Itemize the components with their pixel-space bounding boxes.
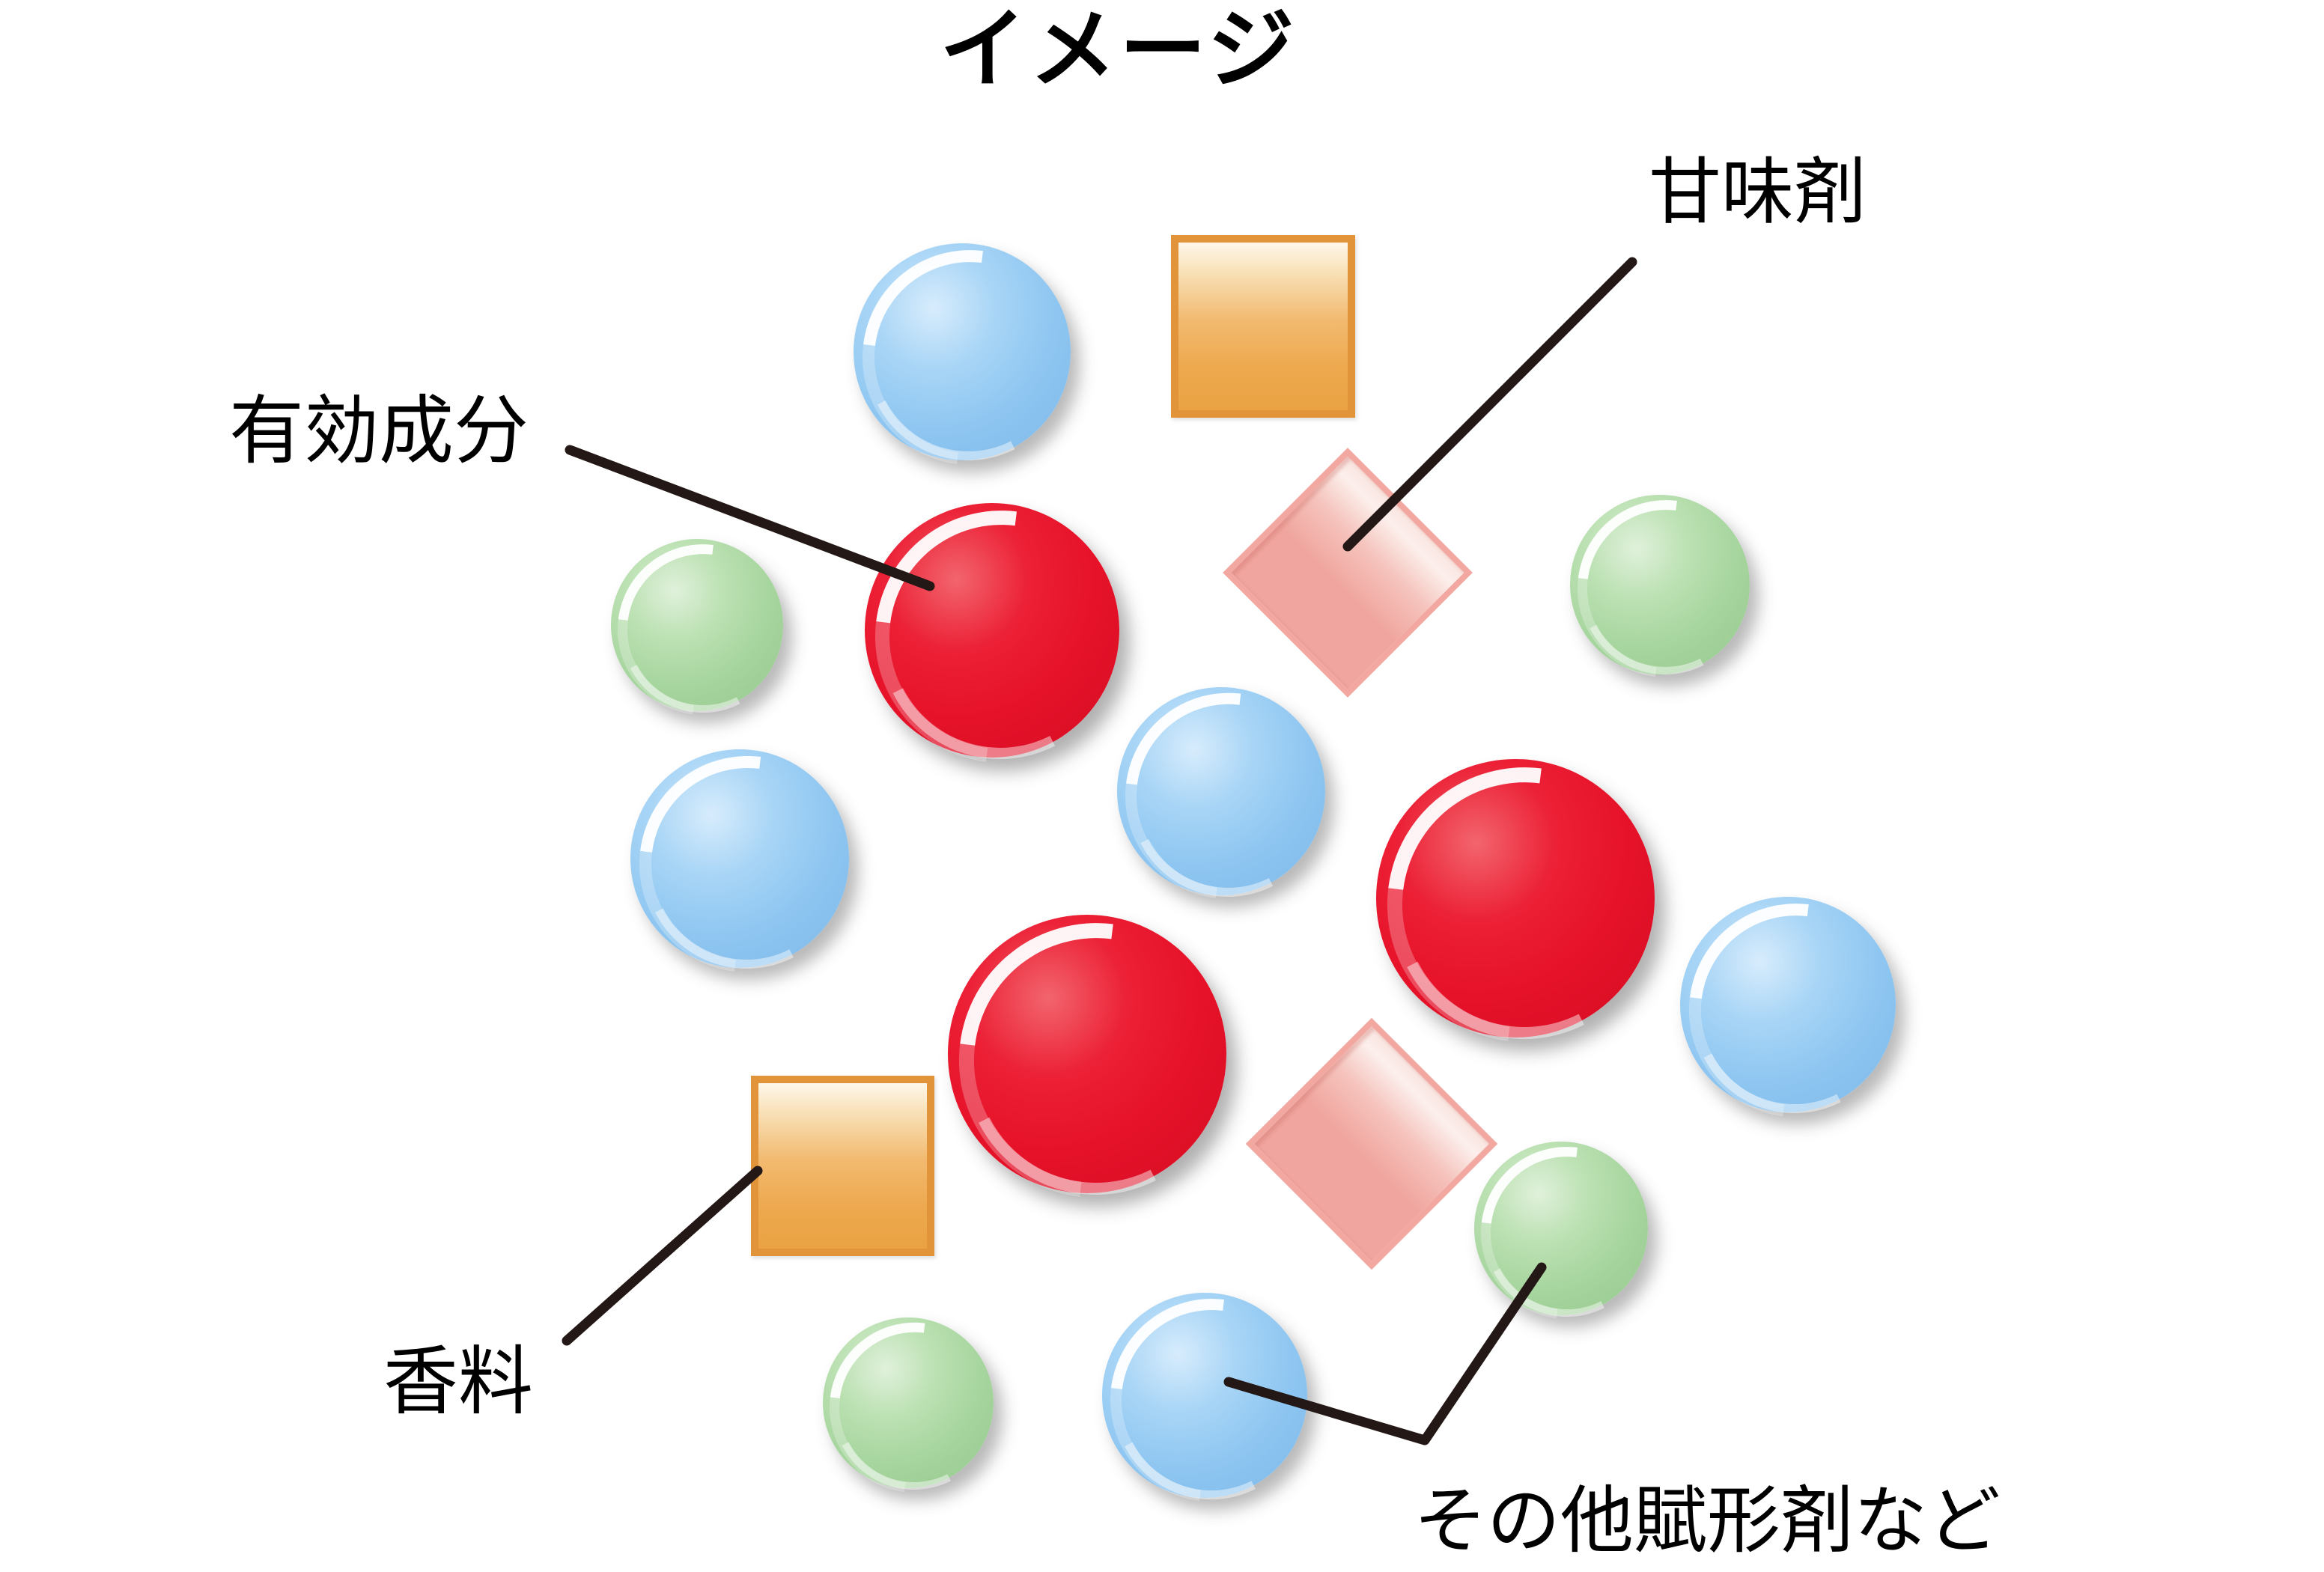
- red-circle: [865, 503, 1119, 758]
- pink-diamond: [1245, 1017, 1498, 1270]
- label-other-excipients: その他賦形剤など: [1414, 1479, 2001, 1562]
- page-title: イメージ: [940, 1, 1298, 98]
- blue-circle: [854, 243, 1071, 460]
- label-sweetener: 甘味剤: [1649, 151, 1867, 233]
- green-circle: [1570, 495, 1750, 674]
- blue-circle: [1117, 687, 1325, 895]
- orange-square: [751, 1076, 934, 1256]
- blue-circle: [1680, 897, 1896, 1112]
- label-active-ingredient: 有効成分: [229, 389, 529, 473]
- green-circle: [611, 539, 783, 711]
- red-circle: [1376, 759, 1655, 1038]
- pink-diamond: [1223, 448, 1473, 698]
- orange-square: [1171, 235, 1355, 418]
- green-circle: [823, 1317, 994, 1488]
- blue-circle: [1102, 1293, 1307, 1498]
- green-circle: [1474, 1142, 1648, 1315]
- label-flavor: 香料: [383, 1340, 533, 1424]
- blue-circle: [630, 749, 849, 968]
- red-circle: [948, 915, 1226, 1193]
